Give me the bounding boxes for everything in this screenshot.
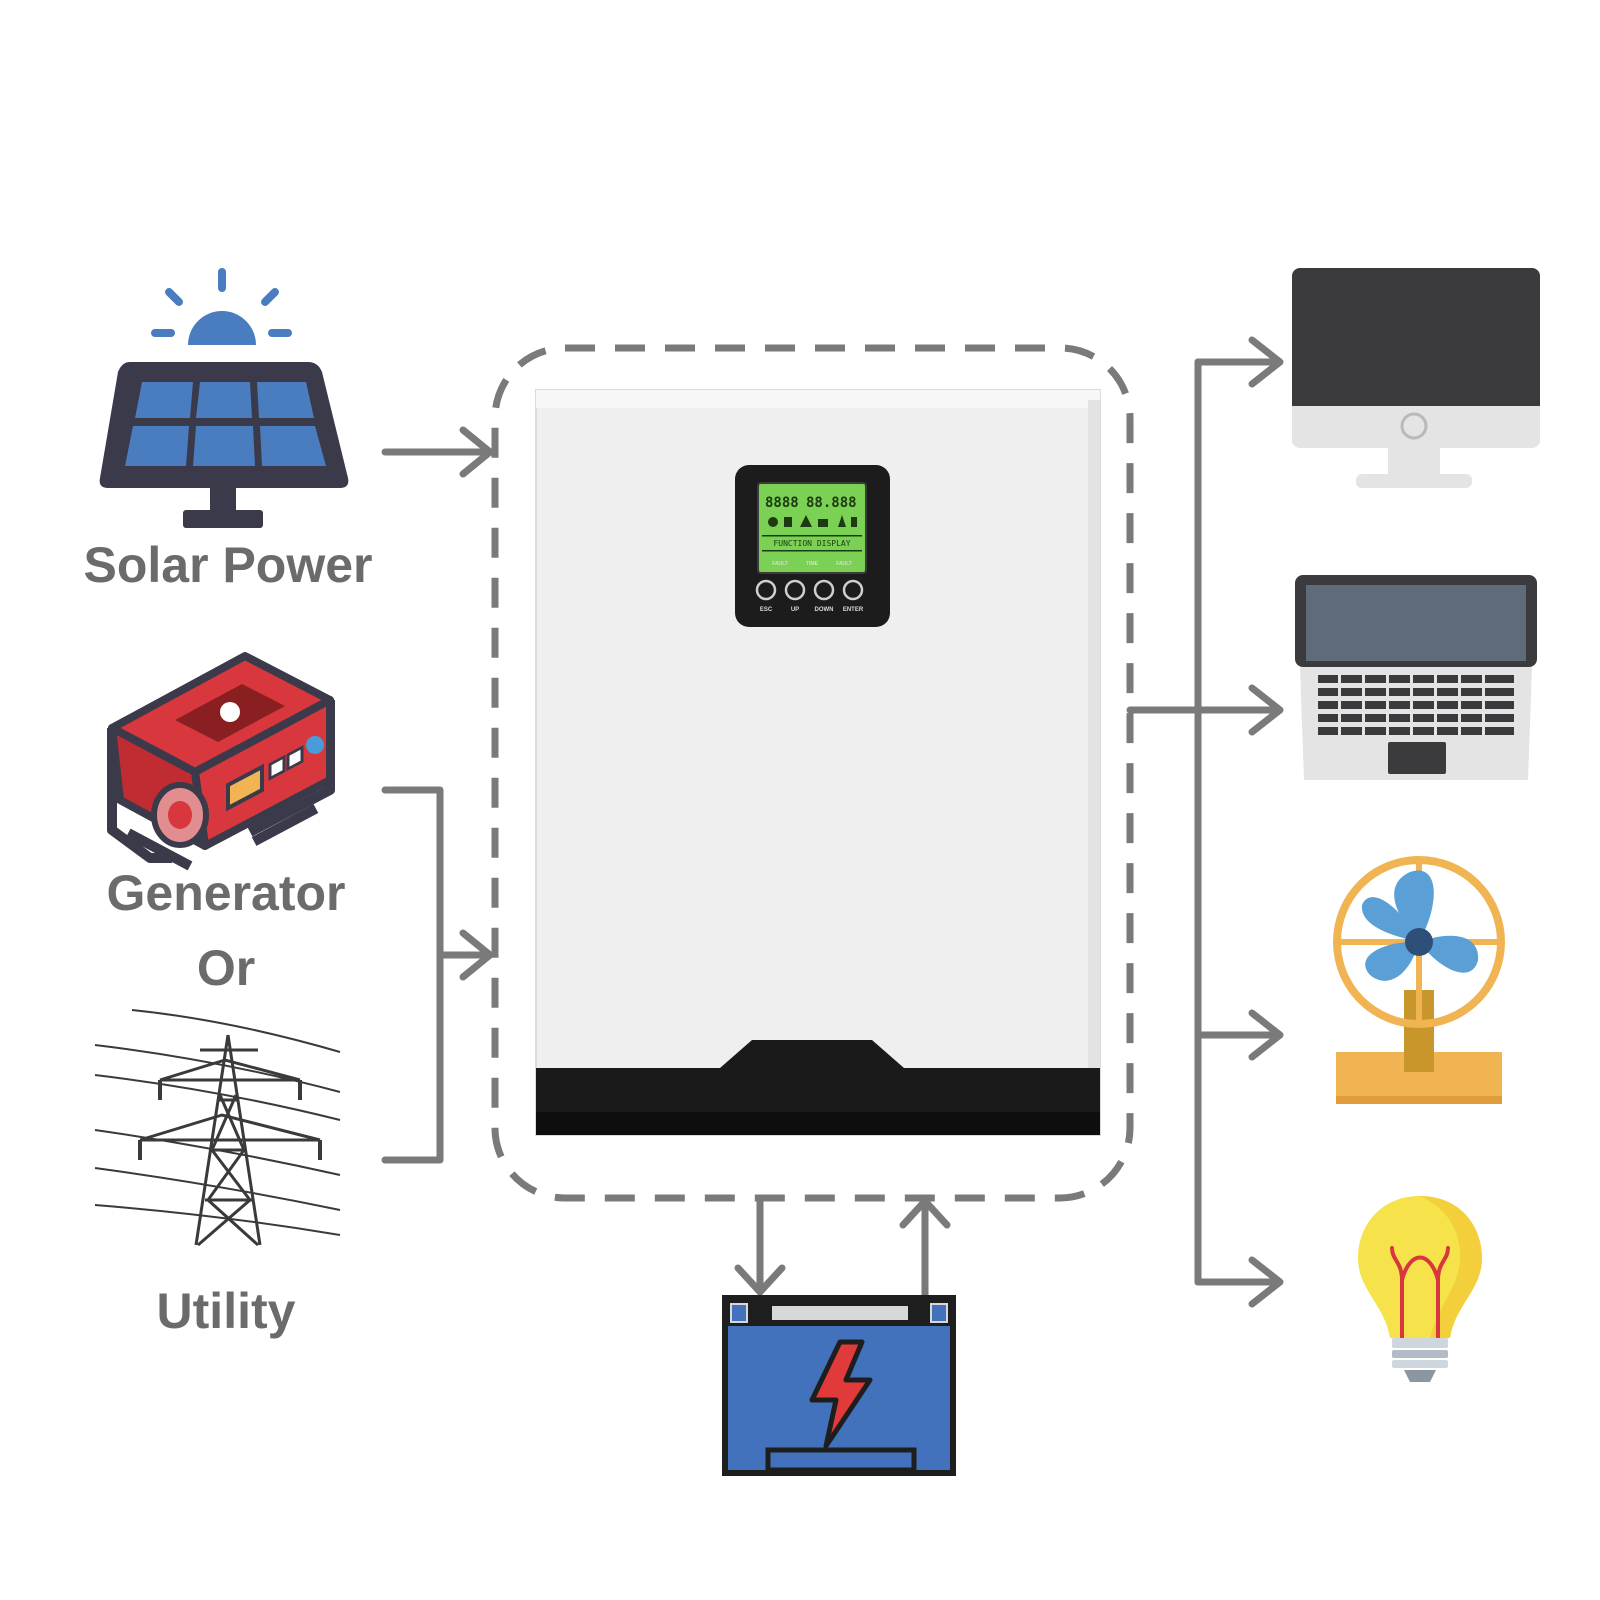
esc-button-label: ESC (760, 607, 773, 613)
solar-panel-icon (99, 268, 349, 528)
output-arrows (1126, 336, 1284, 1308)
monitor-icon (1292, 268, 1540, 488)
generator-icon (107, 652, 335, 871)
lcd-indicator-1: FAULT (772, 561, 788, 567)
inverter-control-panel: 8888 88.888 FUNCTION DISPLAY FAULT TIME … (735, 465, 890, 627)
enter-button[interactable] (842, 579, 864, 601)
power-line-tower-icon (94, 1009, 341, 1247)
solar-power-label: Solar Power (84, 537, 373, 593)
lcd-function-label: FUNCTION DISPLAY (773, 539, 850, 548)
generator-utility-bracket (381, 786, 444, 1164)
up-button[interactable] (784, 579, 806, 601)
esc-button[interactable] (755, 579, 777, 601)
lcd-readout-left: 8888 (765, 495, 799, 511)
enter-button-label: ENTER (843, 607, 864, 613)
laptop-icon (1295, 575, 1537, 780)
lcd-indicator-2: TIME (806, 561, 819, 567)
light-bulb-icon (1358, 1196, 1482, 1382)
or-label: Or (197, 940, 255, 996)
battery-arrows (734, 1194, 951, 1302)
up-button-label: UP (791, 607, 799, 613)
lcd-status-icons (768, 515, 857, 527)
fan-icon (1333, 856, 1505, 1104)
utility-label: Utility (157, 1283, 296, 1339)
down-button-label: DOWN (815, 607, 834, 613)
lcd-indicator-3: FAULT (836, 561, 852, 567)
input-arrows (381, 426, 494, 1164)
system-boundary (491, 344, 1134, 1202)
generator-label: Generator (107, 865, 346, 921)
lcd-readout-right: 88.888 (806, 495, 857, 511)
down-button[interactable] (813, 579, 835, 601)
battery-icon (722, 1295, 956, 1476)
